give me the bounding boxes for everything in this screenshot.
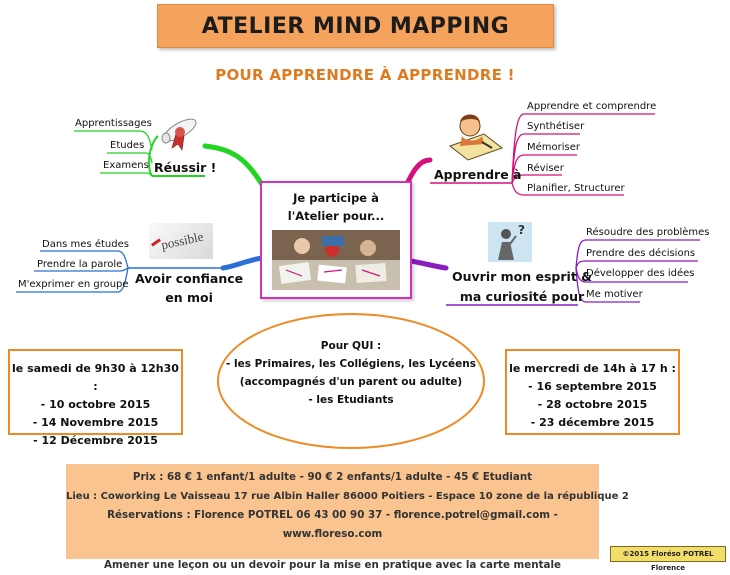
leaf-prendre-la-parole: Prendre la parole: [37, 259, 123, 270]
schedule-samedi-date-2: - 14 Novembre 2015: [32, 416, 159, 429]
impossible-word-text: possible: [159, 228, 205, 253]
page-subtitle: POUR APPRENDRE À APPRENDRE !: [215, 66, 515, 84]
schedule-samedi-date-3: - 12 Décembre 2015: [33, 434, 158, 447]
branch-label-ouvrir: Ouvrir mon esprit & ma curiosité pour: [452, 267, 592, 307]
audience-heading: Pour QUI :: [320, 340, 382, 352]
leaf-synthetiser: Synthétiser: [527, 121, 585, 132]
workshop-photo: [272, 230, 400, 290]
leaf-line-apprentissages: [74, 130, 153, 151]
branch-label-confiance-line1: Avoir confiance: [135, 271, 244, 286]
schedule-samedi-heading: le samedi de 9h30 à 12h30 :: [12, 362, 179, 393]
footer-prix: Prix : 68 € 1 enfant/1 adulte - 90 € 2 e…: [132, 471, 533, 483]
schedule-mercredi: le mercredi de 14h à 17 h : - 16 septemb…: [505, 349, 680, 435]
connector-reussir-trunk: [148, 135, 159, 177]
footer-note: Amener une leçon ou un devoir pour la mi…: [104, 559, 561, 571]
footer-lieu: Lieu : Coworking Le Vaisseau 17 rue Albi…: [66, 491, 629, 502]
leaf-line-motiver: [575, 267, 640, 303]
branch-label-confiance: Avoir confiance en moi: [135, 269, 243, 307]
branch-label-reussir: Réussir !: [154, 160, 217, 175]
leaf-decisions: Prendre des décisions: [586, 248, 696, 259]
audience-line-2: (accompagnés d'un parent ou adulte): [239, 376, 463, 388]
schedule-samedi-date-1: - 10 octobre 2015: [40, 398, 151, 411]
question-person-icon: ?: [488, 222, 532, 262]
branch-label-ouvrir-line2: ma curiosité pour: [459, 289, 585, 304]
branch-label-confiance-line2: en moi: [165, 290, 213, 305]
leaf-apprendre-comprendre: Apprendre et comprendre: [527, 101, 657, 112]
info-footer: Prix : 68 € 1 enfant/1 adulte - 90 € 2 e…: [66, 464, 629, 571]
branch-label-ouvrir-line1: Ouvrir mon esprit &: [452, 269, 593, 284]
pencil-mark-icon: [151, 238, 161, 247]
leaf-idees: Développer des idées: [586, 268, 695, 279]
leaf-resoudre: Résoudre des problèmes: [586, 227, 710, 238]
audience-line-3: - les Etudiants: [308, 394, 394, 406]
leaf-apprentissages: Apprentissages: [75, 118, 152, 129]
central-node-text: Je participe à l'Atelier pour...: [287, 191, 385, 223]
leaf-line-etudes: [107, 152, 153, 164]
svg-text:?: ?: [518, 223, 525, 237]
leaf-etudes: Etudes: [110, 140, 145, 151]
audience-oval: Pour QUI : - les Primaires, les Collégie…: [217, 313, 485, 449]
central-node: Je participe à l'Atelier pour...: [260, 181, 412, 299]
leaf-line-reviser: [511, 174, 562, 184]
schedule-mercredi-date-2: - 28 octobre 2015: [537, 398, 648, 411]
schedule-mercredi-heading: le mercredi de 14h à 17 h :: [509, 362, 676, 375]
impossible-word-icon: possible: [149, 223, 213, 259]
leaf-examens: Examens: [103, 160, 149, 171]
student-writing-icon: [448, 114, 504, 161]
leaf-reviser: Réviser: [527, 163, 564, 174]
leaf-motiver: Me motiver: [586, 289, 643, 300]
audience-line-1: - les Primaires, les Collégiens, les Lyc…: [225, 358, 477, 370]
leaf-line-planifier: [511, 182, 624, 196]
footer-spacer: [66, 544, 599, 556]
leaf-dans-mes-etudes: Dans mes études: [42, 239, 129, 250]
schedule-samedi: le samedi de 9h30 à 12h30 : - 10 octobre…: [8, 349, 183, 447]
branch-label-apprendre: Apprendre à: [434, 167, 522, 182]
leaf-planifier: Planifier, Structurer: [527, 183, 625, 194]
schedule-mercredi-date-1: - 16 septembre 2015: [528, 380, 657, 393]
leaf-line-memoriser: [511, 154, 577, 184]
connector-confiance: [220, 255, 265, 271]
leaf-exprimer-en-groupe: M'exprimer en groupe: [18, 279, 129, 290]
diploma-icon: [161, 118, 197, 151]
schedule-mercredi-date-3: - 23 décembre 2015: [530, 416, 655, 429]
leaf-line-decisions: [575, 260, 698, 269]
leaf-memoriser: Mémoriser: [527, 142, 581, 153]
copyright-badge: ©2015 Floréso POTREL Florence: [610, 546, 726, 572]
leaf-line-resoudre: [575, 239, 700, 269]
workshop-photo-image: [272, 230, 400, 290]
footer-reservations: Réservations : Florence POTREL 06 43 00 …: [107, 509, 558, 540]
leaf-line-examens: [100, 172, 153, 177]
page-title: ATELIER MIND MAPPING: [157, 4, 554, 48]
leaf-line-dans-mes-etudes: [40, 250, 129, 269]
leaf-line-exprimer: [16, 267, 129, 293]
